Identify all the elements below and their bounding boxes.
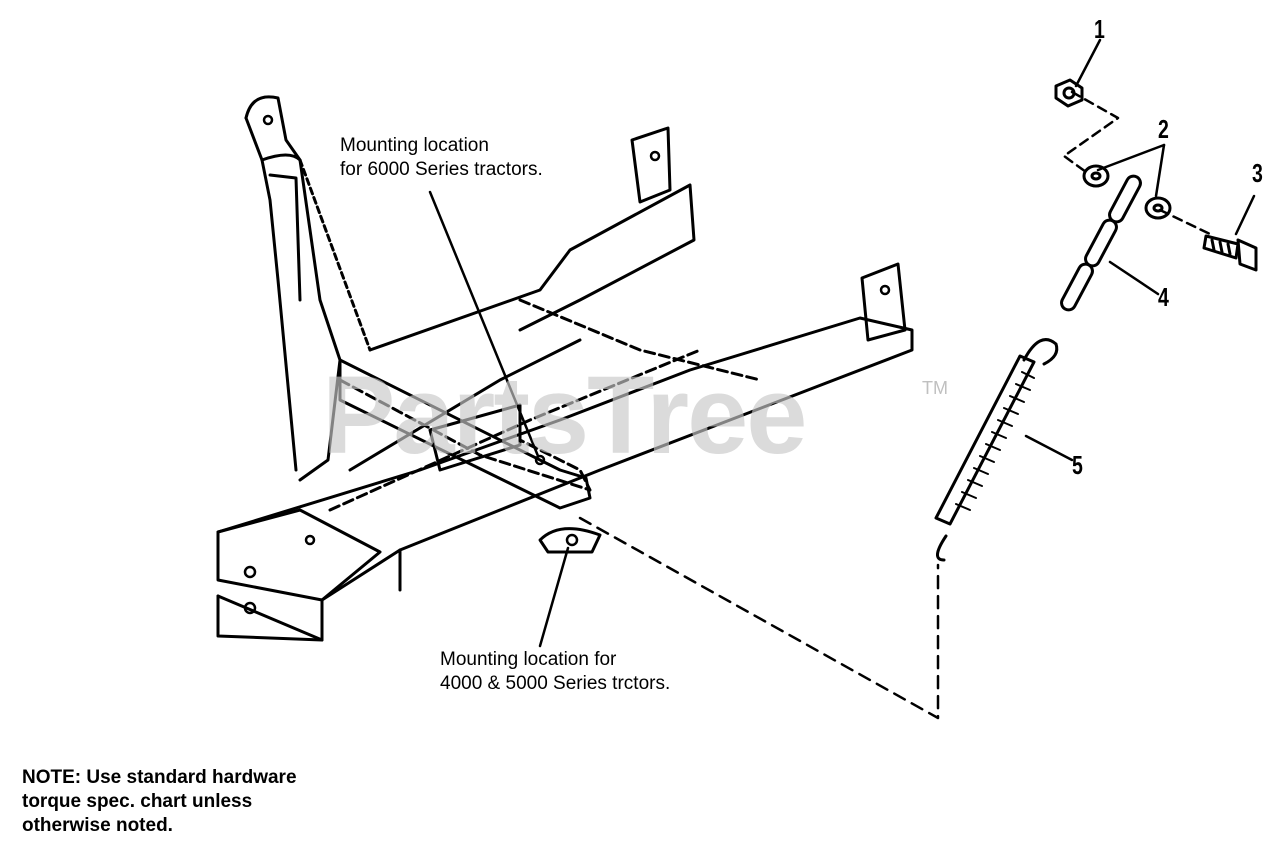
part-number-3: 3 <box>1252 158 1263 188</box>
part-number-1: 1 <box>1094 14 1105 44</box>
part-number-5: 5 <box>1072 450 1083 480</box>
note-line-1: NOTE: Use standard hardware <box>22 767 297 788</box>
hitch-frame <box>216 95 914 642</box>
frame-holes <box>243 114 891 615</box>
note-line-3: otherwise noted. <box>22 815 173 836</box>
callout-4000-5000-series: Mounting location for 4000 & 5000 Series… <box>440 649 671 694</box>
part-number-2: 2 <box>1158 114 1169 144</box>
trademark-mark: TM <box>922 378 948 398</box>
callout-6000-series: Mounting location for 6000 Series tracto… <box>340 135 543 180</box>
nut-part-1 <box>1054 78 1084 108</box>
bolt-part-3 <box>1202 234 1258 272</box>
note-line-2: torque spec. chart unless <box>22 791 253 812</box>
spring-part-5 <box>934 338 1059 562</box>
part-number-4: 4 <box>1158 282 1169 312</box>
hardware-note: NOTE: Use standard hardware torque spec.… <box>22 766 297 838</box>
chain-part-4 <box>1060 174 1142 312</box>
partstree-watermark: PartsTree <box>322 354 807 477</box>
washer-part-2 <box>1082 164 1172 220</box>
